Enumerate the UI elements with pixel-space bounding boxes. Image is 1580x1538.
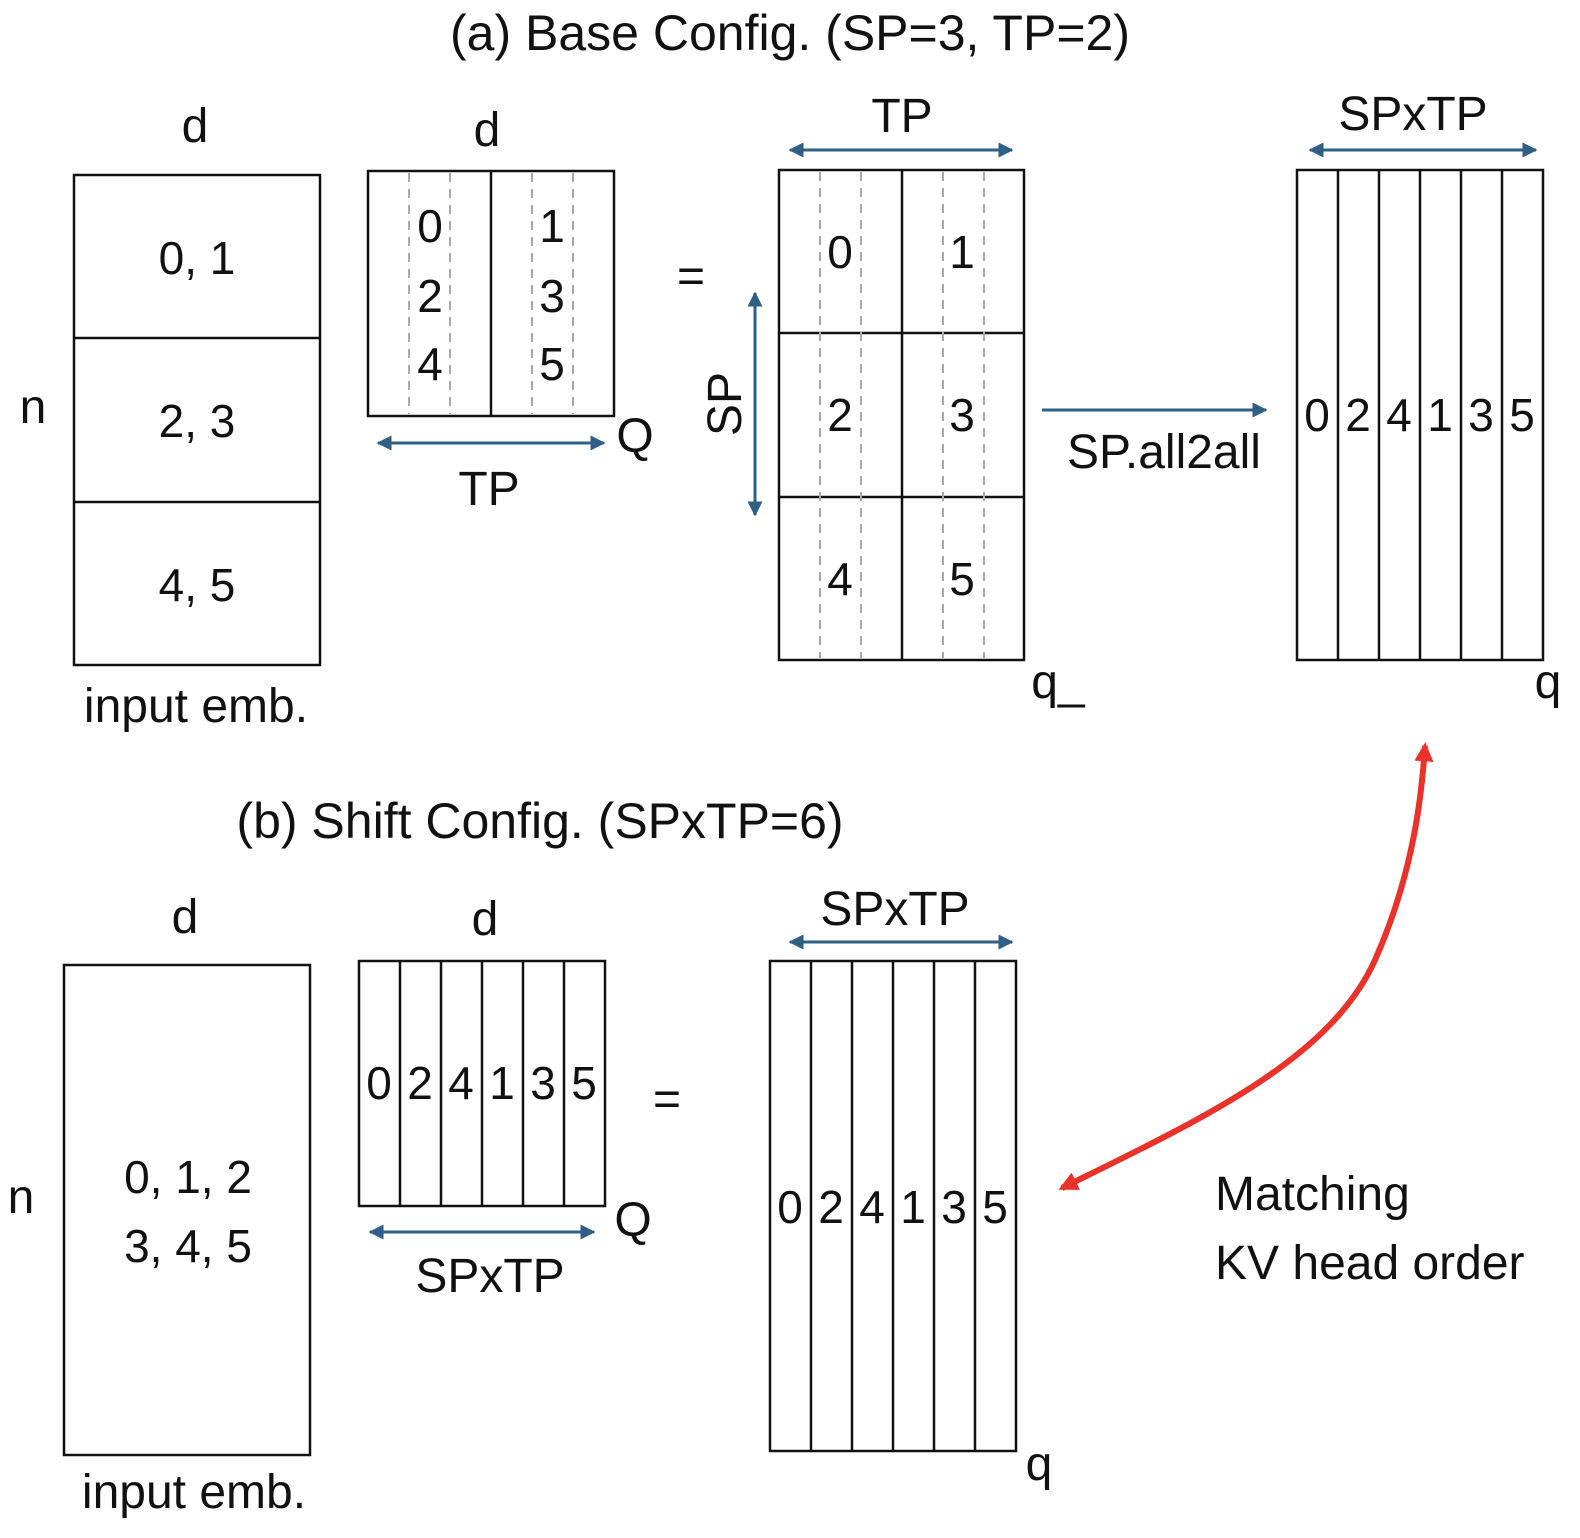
matching-annotation: Matching KV head order bbox=[1058, 742, 1525, 1290]
weight-q-b-head: 2 bbox=[407, 1057, 433, 1109]
panel-a-title: (a) Base Config. (SP=3, TP=2) bbox=[450, 5, 1130, 61]
q-result-a: SPxTP 0 2 4 1 3 5 q bbox=[1295, 88, 1562, 709]
q-result-a-label: SPxTP bbox=[1338, 88, 1487, 141]
weight-q-b-d-label: d bbox=[472, 893, 499, 946]
input-emb-b-line: 0, 1, 2 bbox=[124, 1151, 252, 1203]
input-emb-b-d-label: d bbox=[172, 891, 199, 944]
q-result-b-head: 5 bbox=[982, 1181, 1008, 1233]
weight-q-b: d 0 2 4 1 3 5 Q SPxTP bbox=[357, 893, 652, 1303]
panel-a: (a) Base Config. (SP=3, TP=2) d n 0, 1 2… bbox=[20, 5, 1562, 733]
weight-q-b-arrow-label: SPxTP bbox=[415, 1250, 564, 1303]
input-emb-b-line: 3, 4, 5 bbox=[124, 1220, 252, 1272]
weight-q-a-head: 1 bbox=[539, 200, 565, 252]
panel-b-title: (b) Shift Config. (SPxTP=6) bbox=[236, 793, 843, 849]
q-partial-cell: 1 bbox=[949, 226, 975, 278]
weight-q-b-head: 0 bbox=[366, 1057, 392, 1109]
q-partial-sp-label: SP bbox=[699, 372, 752, 436]
q-result-b-name: q bbox=[1026, 1438, 1053, 1491]
all2all-label: SP.all2all bbox=[1067, 426, 1261, 479]
input-emb-a-box bbox=[72, 173, 322, 667]
q-result-b-head: 2 bbox=[818, 1181, 844, 1233]
q-result-a-head: 4 bbox=[1386, 389, 1412, 441]
matching-label-line: KV head order bbox=[1215, 1237, 1525, 1290]
q-result-a-head: 1 bbox=[1427, 389, 1453, 441]
input-emb-b-n-label: n bbox=[8, 1171, 35, 1224]
q-partial-name: q_ bbox=[1031, 656, 1086, 709]
q-partial-cell: 3 bbox=[949, 389, 975, 441]
q-partial-cell: 0 bbox=[827, 226, 853, 278]
weight-q-a: d 0 2 4 1 3 5 Q TP bbox=[366, 104, 654, 516]
q-result-b-head: 4 bbox=[859, 1181, 885, 1233]
weight-q-a-head: 2 bbox=[417, 270, 443, 322]
weight-q-a-head: 3 bbox=[539, 270, 565, 322]
q-result-b-head: 3 bbox=[941, 1181, 967, 1233]
weight-q-a-head: 4 bbox=[417, 338, 443, 390]
q-result-b-head: 0 bbox=[777, 1181, 803, 1233]
q-result-b-label: SPxTP bbox=[820, 883, 969, 936]
q-result-a-name: q bbox=[1535, 656, 1562, 709]
weight-q-a-d-label: d bbox=[474, 104, 501, 157]
weight-q-a-tp-label: TP bbox=[458, 463, 519, 516]
q-partial-cell: 2 bbox=[827, 389, 853, 441]
q-partial-a: TP SP 0 1 2 3 4 5 q_ bbox=[699, 90, 1086, 709]
weight-q-b-head: 5 bbox=[571, 1057, 597, 1109]
matching-label-line: Matching bbox=[1215, 1168, 1410, 1221]
input-emb-a-cell: 0, 1 bbox=[159, 232, 236, 284]
input-emb-b: d n 0, 1, 2 3, 4, 5 input emb. bbox=[8, 891, 312, 1519]
weight-q-b-head: 3 bbox=[530, 1057, 556, 1109]
panel-b: (b) Shift Config. (SPxTP=6) d n 0, 1, 2 … bbox=[8, 793, 1053, 1519]
equals-sign-a: = bbox=[677, 250, 705, 303]
equals-sign-b: = bbox=[653, 1073, 681, 1126]
input-emb-b-box bbox=[62, 963, 312, 1457]
q-result-b: SPxTP 0 2 4 1 3 5 q bbox=[768, 883, 1053, 1491]
weight-q-a-head: 5 bbox=[539, 338, 565, 390]
weight-q-a-head: 0 bbox=[417, 200, 443, 252]
weight-q-b-name: Q bbox=[614, 1194, 651, 1247]
q-result-a-head: 0 bbox=[1304, 389, 1330, 441]
q-partial-cell: 5 bbox=[949, 553, 975, 605]
input-emb-a-n-label: n bbox=[20, 381, 47, 434]
input-emb-a-d-label: d bbox=[182, 100, 209, 153]
q-partial-tp-label: TP bbox=[871, 90, 932, 143]
matching-double-arrow bbox=[1058, 742, 1434, 1191]
input-emb-a: d n 0, 1 2, 3 4, 5 input emb. bbox=[20, 100, 322, 733]
q-result-b-head: 1 bbox=[900, 1181, 926, 1233]
input-emb-a-caption: input emb. bbox=[84, 680, 308, 733]
q-result-a-head: 3 bbox=[1468, 389, 1494, 441]
q-result-a-head: 5 bbox=[1509, 389, 1535, 441]
input-emb-b-caption: input emb. bbox=[82, 1466, 306, 1519]
weight-q-b-head: 4 bbox=[448, 1057, 474, 1109]
input-emb-a-cell: 4, 5 bbox=[159, 559, 236, 611]
weight-q-b-head: 1 bbox=[489, 1057, 515, 1109]
q-partial-cell: 4 bbox=[827, 553, 853, 605]
q-result-a-head: 2 bbox=[1345, 389, 1371, 441]
input-emb-a-cell: 2, 3 bbox=[159, 395, 236, 447]
weight-q-a-name: Q bbox=[616, 410, 653, 463]
